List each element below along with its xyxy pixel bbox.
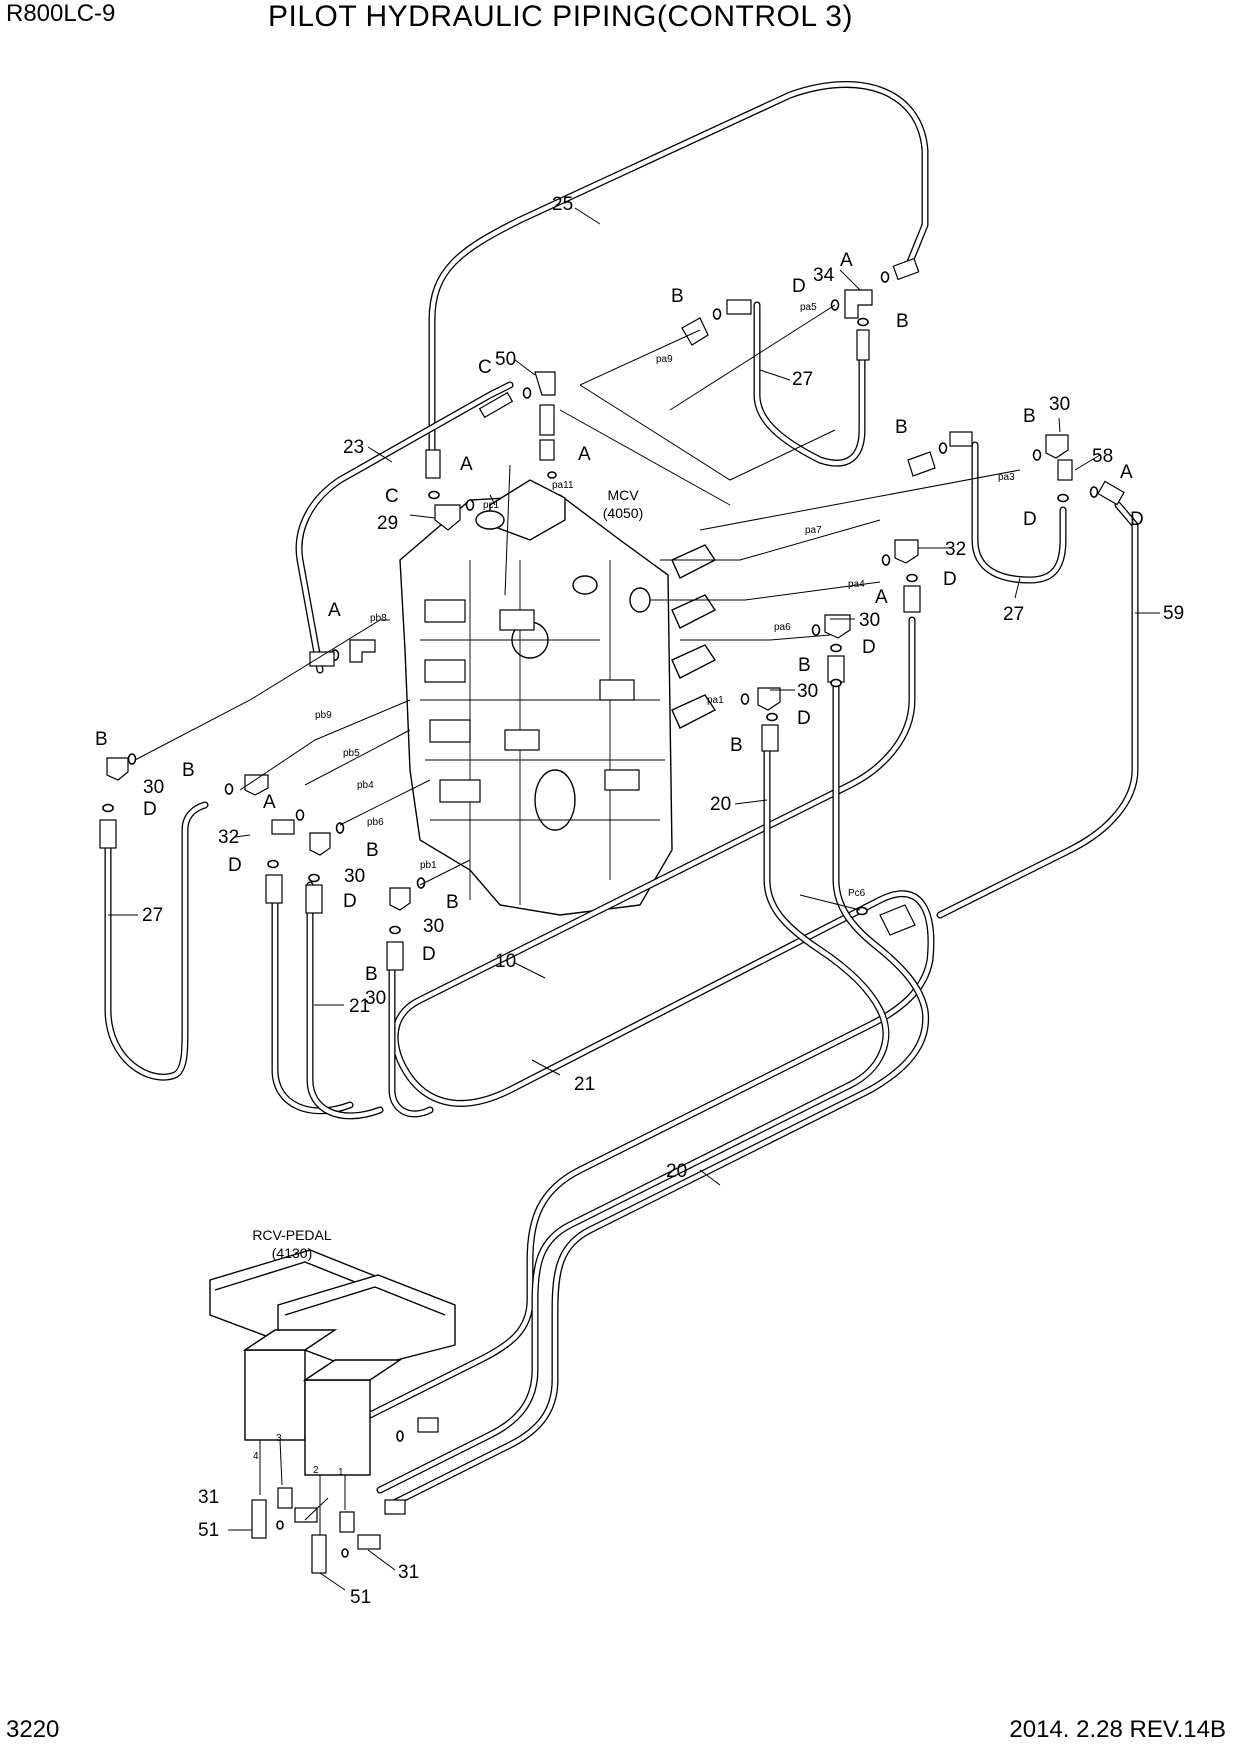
callout-27-right: 27 xyxy=(1003,604,1024,625)
port-pa5: pa5 xyxy=(800,302,817,313)
callout-20-lower: 20 xyxy=(666,1161,687,1182)
page-title: PILOT HYDRAULIC PIPING(CONTROL 3) xyxy=(268,0,853,33)
hose-lines xyxy=(104,81,1139,1509)
callout-30-pa1: 30 xyxy=(797,681,818,702)
port-pa1: pa1 xyxy=(707,695,724,706)
label-d-pa1: D xyxy=(797,708,811,729)
rcv-pedal-assembly xyxy=(209,1249,456,1574)
callout-21-bottom: 21 xyxy=(574,1074,595,1095)
label-b-30-right: B xyxy=(1023,406,1036,427)
port-pa6: pa6 xyxy=(774,622,791,633)
callout-20-upper: 20 xyxy=(710,794,731,815)
callout-30-lower: 30 xyxy=(365,988,386,1009)
label-d-pa6: D xyxy=(862,637,876,658)
label-b-spare: B xyxy=(365,964,378,985)
revision-date: 2014. 2.28 REV.14B xyxy=(1009,1716,1226,1743)
page-number: 3220 xyxy=(6,1716,60,1743)
port-pb4: pb4 xyxy=(357,780,374,791)
pedal-port-2: 2 xyxy=(313,1465,319,1476)
callout-numbers: 25 23 27 27 27 59 10 20 20 21 21 29 50 3… xyxy=(142,194,1184,1608)
callout-30-pb1: 30 xyxy=(423,916,444,937)
port-pb9: pb9 xyxy=(315,710,332,721)
label-d-34: D xyxy=(792,276,806,297)
label-a-pc1: A xyxy=(460,454,473,475)
label-b-pa1: B xyxy=(730,735,743,756)
rcv-pedal-code: (4130) xyxy=(272,1245,312,1261)
callout-27-left: 27 xyxy=(142,905,163,926)
label-b-pb9: B xyxy=(95,729,108,750)
port-pb8: pb8 xyxy=(370,613,387,624)
label-b-upper-right: B xyxy=(895,417,908,438)
pedal-port-1: 1 xyxy=(338,1467,344,1478)
rcv-pedal-name: RCV-PEDAL xyxy=(252,1227,332,1243)
callout-30-pa6: 30 xyxy=(859,610,880,631)
callout-31-bottom: 31 xyxy=(398,1562,419,1583)
label-b-pb6: B xyxy=(366,840,379,861)
label-b-pa9: B xyxy=(671,286,684,307)
callout-51-left: 51 xyxy=(198,1520,219,1541)
port-pa9: pa9 xyxy=(656,354,673,365)
port-leader-lines xyxy=(134,304,1021,911)
label-b-pb5: B xyxy=(182,760,195,781)
label-b-pb1: B xyxy=(446,892,459,913)
port-pa3: pa3 xyxy=(998,472,1015,483)
label-b-34: B xyxy=(896,311,909,332)
callout-59: 59 xyxy=(1163,603,1184,624)
callout-50: 50 xyxy=(495,349,516,370)
callout-34: 34 xyxy=(813,265,835,286)
callout-leaders xyxy=(108,207,1160,1591)
pedal-port-3: 3 xyxy=(276,1433,282,1444)
label-d-58: D xyxy=(1023,509,1037,530)
callout-30-left: 30 xyxy=(143,777,164,798)
callout-30-right: 30 xyxy=(1049,394,1070,415)
model-number: R800LC-9 xyxy=(6,0,116,27)
port-pc1: pc1 xyxy=(483,500,500,511)
port-labels: pa9 pa5 pa11 pc1 pa7 pa3 pa4 pa6 pa1 Pc6… xyxy=(253,302,1015,1478)
label-d-spare: D xyxy=(1130,509,1144,530)
label-d-pb6: D xyxy=(343,891,357,912)
component-captions: MCV (4050) RCV-PEDAL (4130) xyxy=(252,487,643,1261)
callout-31-top: 31 xyxy=(198,1487,219,1508)
mcv-code: (4050) xyxy=(603,505,643,521)
callout-21-left: 21 xyxy=(349,996,370,1017)
callout-32-left: 32 xyxy=(218,827,239,848)
label-a-pb8: A xyxy=(328,600,341,621)
label-a-top: A xyxy=(840,250,853,271)
callout-30-pb6: 30 xyxy=(344,866,365,887)
pedal-port-4: 4 xyxy=(253,1451,259,1462)
port-pb6: pb6 xyxy=(367,817,384,828)
callout-51-bottom: 51 xyxy=(350,1587,371,1608)
callout-58: 58 xyxy=(1092,446,1113,467)
port-pa11: pa11 xyxy=(552,480,574,491)
label-d-pb1: D xyxy=(422,944,436,965)
callout-27-top: 27 xyxy=(792,369,813,390)
callout-23: 23 xyxy=(343,437,364,458)
port-pa7: pa7 xyxy=(805,525,822,536)
label-c-29: C xyxy=(385,486,399,507)
mcv-name: MCV xyxy=(607,487,639,503)
callout-29: 29 xyxy=(377,513,398,534)
label-d-left: D xyxy=(143,799,157,820)
callout-32-right: 32 xyxy=(945,539,966,560)
label-a-pb4: A xyxy=(263,792,276,813)
port-pa4: pa4 xyxy=(848,579,865,590)
mcv-valve-block xyxy=(399,479,717,916)
callout-10: 10 xyxy=(495,951,516,972)
connection-letter-labels: A A A A A A A B B B B B B B B B B B C C … xyxy=(95,250,1144,985)
callout-25: 25 xyxy=(552,194,573,215)
port-pb1: pb1 xyxy=(420,860,437,871)
label-b-pa6: B xyxy=(798,655,811,676)
label-a-right: A xyxy=(1120,462,1133,483)
label-a-pa4: A xyxy=(875,587,888,608)
label-d-32: D xyxy=(943,569,957,590)
port-pb5: pb5 xyxy=(343,748,360,759)
fittings xyxy=(99,257,1125,971)
label-d-32-left: D xyxy=(228,855,242,876)
label-c-50: C xyxy=(478,357,492,378)
port-pc6: Pc6 xyxy=(848,888,866,899)
label-a-pa11: A xyxy=(578,444,591,465)
